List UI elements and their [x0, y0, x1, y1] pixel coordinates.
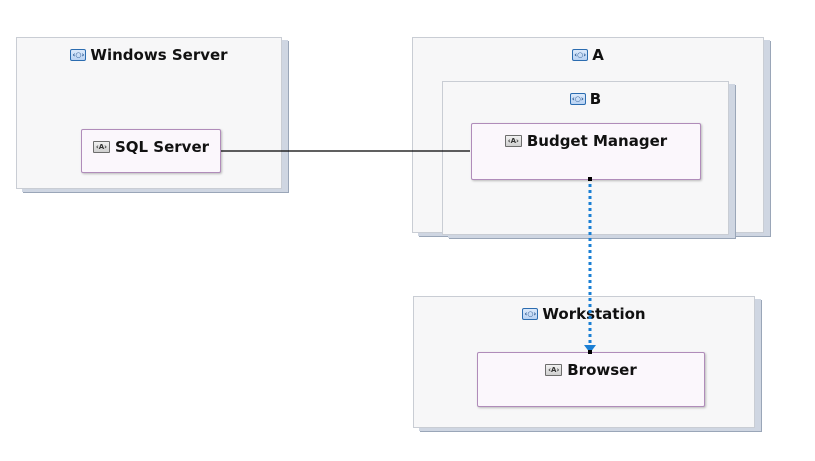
node-title: ‹○› Workstation: [414, 299, 754, 329]
node-label: Windows Server: [90, 46, 228, 64]
node-label: Workstation: [542, 305, 646, 323]
node-windows-server[interactable]: ‹○› Windows Server ‹A› SQL Server: [16, 37, 282, 189]
node-icon: ‹○›: [522, 308, 539, 320]
node-label: A: [592, 46, 604, 64]
artifact-icon: ‹A›: [504, 135, 522, 147]
artifact-icon: ‹A›: [545, 364, 563, 376]
node-title: ‹○› Windows Server: [17, 40, 281, 70]
node-icon: ‹○›: [70, 49, 87, 61]
artifact-browser[interactable]: ‹A› Browser: [477, 352, 705, 407]
node-workstation[interactable]: ‹○› Workstation ‹A› Browser: [413, 296, 755, 428]
artifact-label: SQL Server: [114, 138, 210, 156]
node-icon: ‹○›: [572, 49, 589, 61]
connection-endpoint-top: [588, 177, 592, 181]
node-label: B: [589, 90, 602, 108]
node-a[interactable]: ‹○› A ‹○› B ‹A› Budget Manager: [412, 37, 764, 235]
node-title: ‹○› B: [443, 84, 728, 114]
artifact-label: Budget Manager: [526, 132, 668, 150]
artifact-budget-manager[interactable]: ‹A› Budget Manager: [471, 123, 701, 180]
connection-endpoint-bottom: [588, 350, 592, 354]
node-b[interactable]: ‹○› B ‹A› Budget Manager: [442, 81, 729, 235]
node-title: ‹○› A: [413, 40, 763, 70]
artifact-sql-server[interactable]: ‹A› SQL Server: [81, 129, 221, 173]
arrowhead-icon: [584, 345, 596, 353]
artifact-label: Browser: [567, 361, 637, 379]
artifact-icon: ‹A›: [92, 141, 110, 153]
node-icon: ‹○›: [569, 93, 586, 105]
